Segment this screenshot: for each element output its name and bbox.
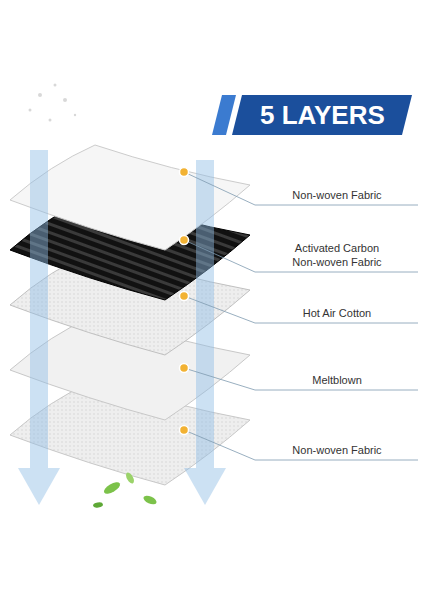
- title-banner: [232, 95, 412, 135]
- leader-lines: [184, 172, 418, 460]
- title: 5 LAYERS: [260, 100, 385, 130]
- callout-dots: [180, 168, 189, 435]
- layer-label: Meltblown: [262, 373, 412, 387]
- airflow-arrows: [18, 150, 226, 505]
- banner-stripe: [212, 95, 236, 135]
- layer-label: Hot Air Cotton: [262, 306, 412, 320]
- leaves: [93, 471, 158, 508]
- layer-label: Activated Carbon Non-woven Fabric: [285, 241, 389, 269]
- layer-label: Non-woven Fabric: [262, 443, 412, 457]
- spray: [29, 84, 77, 122]
- layer-label: Non-woven Fabric: [262, 188, 412, 202]
